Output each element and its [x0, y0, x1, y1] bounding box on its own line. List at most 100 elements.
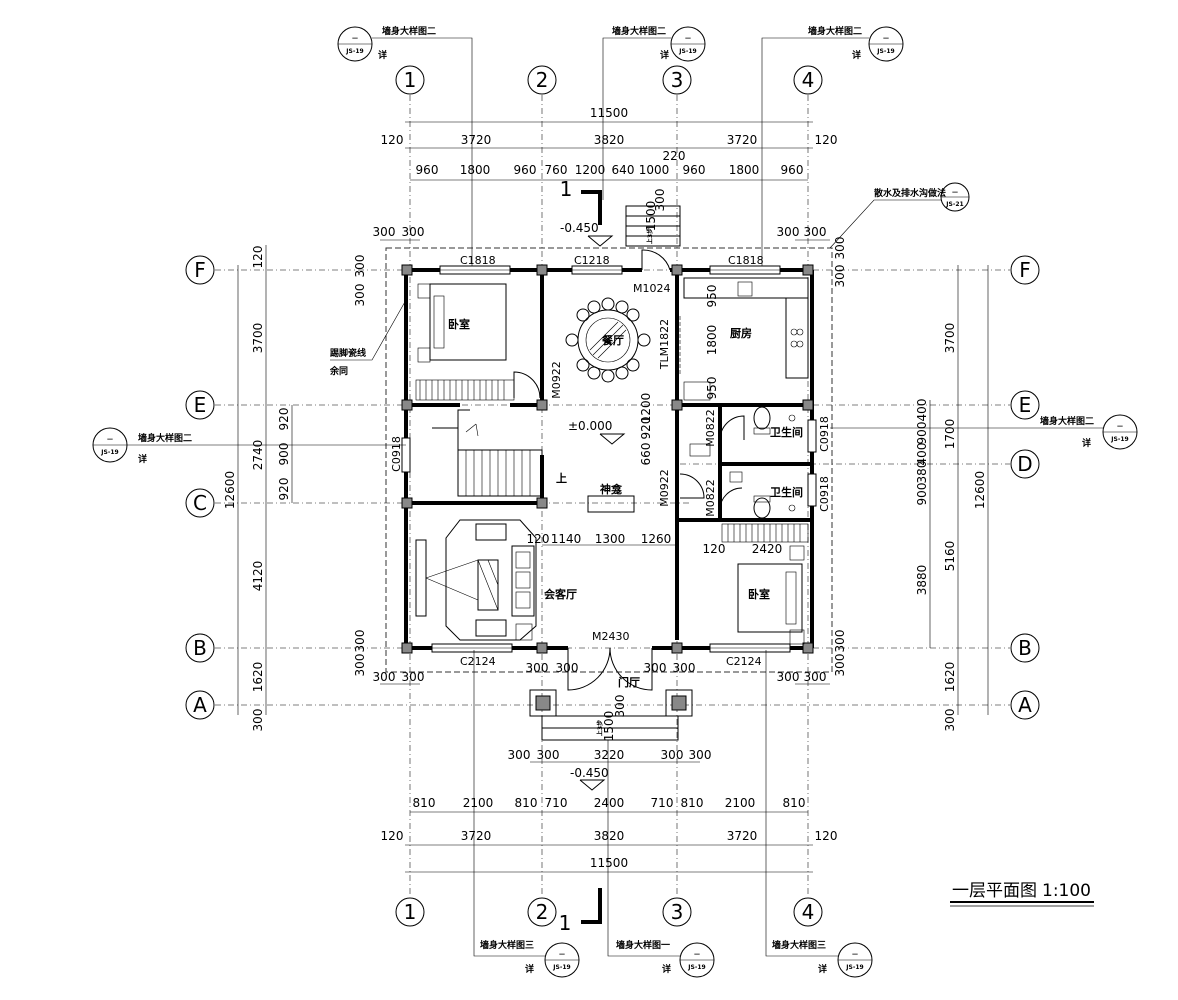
- dim-left-300: 300: [251, 709, 265, 732]
- callout-top-right: — JS-19 墙身大样图二 详: [761, 25, 904, 266]
- callout-br-xiang: 详: [818, 963, 827, 975]
- callout-bl-xiang: 详: [525, 963, 534, 975]
- dim-steps-top-300: 300: [653, 189, 667, 212]
- dim-300-porch-c: 300: [644, 661, 667, 675]
- callout-sill: — JS-21 散水及排水沟做法: [829, 182, 970, 249]
- bedroom2-furniture: [721, 523, 809, 645]
- callout-r-xiang: 详: [1082, 437, 1091, 449]
- axis-2-bottom: 2: [536, 900, 549, 924]
- code-c1218: C1218: [574, 254, 610, 267]
- dim-right-1700: 1700: [943, 419, 957, 450]
- dim-bath-660: 660: [639, 443, 653, 466]
- dim-right-1620: 1620: [943, 662, 957, 693]
- callout-bottom-mid: — JS-19 墙身大样图一 详: [607, 740, 715, 978]
- code-c2124-a: C2124: [460, 655, 496, 668]
- steps-top-label: 上3步: [646, 228, 654, 244]
- dim-bot-d0: 810: [413, 796, 436, 810]
- axis-F-left: F: [194, 258, 206, 282]
- room-bath-2: 卫生间: [770, 485, 803, 499]
- room-labels: 卧室 餐厅 厨房 卫生间 卫生间 卧室 会客厅 神龛 门厅 上 上3步 上3步: [448, 228, 803, 736]
- axis-B-right: B: [1018, 636, 1032, 660]
- dim-top-d8: 1800: [729, 163, 760, 177]
- dim-top-3820: 3820: [594, 133, 625, 147]
- title-text: 一层平面图: [952, 881, 1037, 901]
- room-bedroom-1: 卧室: [448, 317, 470, 331]
- axis-1-top: 1: [404, 68, 417, 92]
- callout-tr-sheet: JS-19: [876, 48, 894, 55]
- axis-A-right: A: [1018, 693, 1032, 717]
- bath-fixtures: [689, 406, 796, 519]
- dim-top-d1: 1800: [460, 163, 491, 177]
- porch-steps: [529, 205, 693, 741]
- room-entry: 门厅: [618, 675, 640, 689]
- dim-300-lb-b: 300: [353, 654, 367, 677]
- dim-300-rb-b: 300: [833, 654, 847, 677]
- dim-300-porch-a: 300: [526, 661, 549, 675]
- code-m1024: M1024: [633, 282, 671, 295]
- skirting-label-2: 余同: [329, 365, 348, 377]
- dim-left-920-b: 920: [277, 478, 291, 501]
- code-c0918-a: C0918: [390, 436, 403, 472]
- callout-tl-label: 墙身大样图二: [382, 25, 436, 37]
- dim-shrine-1260: 1260: [641, 532, 672, 546]
- callout-tm-label: 墙身大样图二: [612, 25, 666, 37]
- code-m2430: M2430: [592, 630, 630, 643]
- level-marks: -0.450 ±0.000 -0.450: [560, 221, 626, 791]
- dim-porch-0: 300: [508, 748, 531, 762]
- dim-300-lf-a: 300: [353, 255, 367, 278]
- dim-kitchen-950-a: 950: [705, 285, 719, 308]
- callout-top-left: — JS-19 墙身大样图二 详: [337, 25, 473, 266]
- axis-3-bottom: 3: [671, 900, 684, 924]
- dim-left-12600: 12600: [223, 471, 237, 509]
- dim-left-3700: 3700: [251, 323, 265, 354]
- shrine-table: [587, 495, 635, 513]
- dim-300-tl-b: 300: [402, 225, 425, 239]
- axis-C-left: C: [193, 491, 207, 515]
- dim-bot-d2: 810: [515, 796, 538, 810]
- axis-E-left: E: [194, 393, 207, 417]
- dim-top-d5: 640: [612, 163, 635, 177]
- dim-bot-3720-a: 3720: [461, 829, 492, 843]
- callout-bm-label: 墙身大样图一: [616, 939, 670, 951]
- callout-l-dash: —: [107, 436, 113, 443]
- bedroom1-furniture: [415, 283, 515, 401]
- dim-porch-2: 3220: [594, 748, 625, 762]
- dim-300-br-a: 300: [777, 670, 800, 684]
- dim-left-1620: 1620: [251, 662, 265, 693]
- axis-A-left: A: [193, 693, 207, 717]
- axis-F-right: F: [1019, 258, 1031, 282]
- axis-1-bottom: 1: [404, 900, 417, 924]
- dim-top-d0: 960: [416, 163, 439, 177]
- dim-shrine-120: 120: [527, 532, 550, 546]
- room-shrine: 神龛: [600, 482, 623, 496]
- callout-tl-sheet: JS-19: [345, 48, 363, 55]
- dim-300-tr-b: 300: [804, 225, 827, 239]
- dim-300-tl-a: 300: [373, 225, 396, 239]
- dim-left-120: 120: [251, 246, 265, 269]
- level-top: -0.450: [560, 221, 599, 235]
- axis-2-top: 2: [536, 68, 549, 92]
- dim-bath-1200: 1200: [639, 393, 653, 424]
- dim-top-120-left: 120: [381, 133, 404, 147]
- dim-right-12600: 12600: [973, 471, 987, 509]
- dim-bot-d5: 710: [651, 796, 674, 810]
- dim-bot-d4: 2400: [594, 796, 625, 810]
- axis-D-right: D: [1017, 452, 1032, 476]
- dim-bot-3820: 3820: [594, 829, 625, 843]
- drawing-title: 一层平面图 1:100: [950, 881, 1094, 907]
- top-dimensions: 11500 120 3720 3820 3720 120 220 960 180…: [373, 106, 837, 241]
- dim-300-br-b: 300: [804, 670, 827, 684]
- dim-right-400-a: 400: [915, 399, 929, 422]
- dim-top-d6: 1000: [639, 163, 670, 177]
- code-m0922-b: M0922: [658, 469, 671, 507]
- dim-300-rf-a: 300: [833, 237, 847, 260]
- callout-left: — JS-19 墙身大样图二 详: [92, 427, 406, 465]
- callout-tl-dash: —: [352, 35, 358, 42]
- code-m0822-b: M0822: [704, 479, 717, 517]
- callout-bottom-left: — JS-19 墙身大样图三 详: [473, 650, 580, 978]
- room-living: 会客厅: [544, 587, 577, 601]
- right-dimensions: 12600 3700 1700 5160 1620 300 400 900 40…: [833, 237, 989, 731]
- code-m0922-a: M0922: [550, 361, 563, 399]
- steps-bottom-label: 上3步: [596, 720, 604, 736]
- callout-bm-dash: —: [694, 951, 700, 958]
